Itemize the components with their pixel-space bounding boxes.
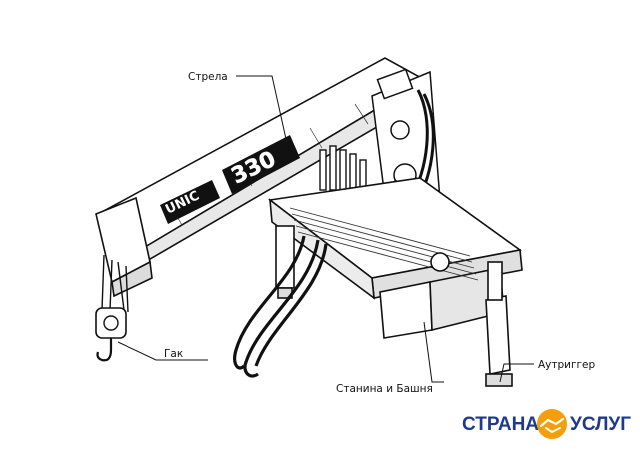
watermark-right-text: УСЛУГ [570, 414, 631, 435]
watermark-left-text: СТРАНА [462, 414, 539, 435]
label-base: Станина и Башня [336, 383, 433, 395]
handshake-icon [537, 409, 567, 439]
label-boom: Стрела [188, 71, 228, 83]
hanging-hoses [233, 235, 328, 378]
outriggers [275, 225, 513, 387]
hook-assembly [95, 254, 129, 362]
label-hook: Гак [164, 348, 183, 360]
base-frame [268, 177, 523, 339]
watermark-logo: СТРАНА УСЛУГ [462, 409, 631, 439]
callout-lines [117, 75, 534, 383]
label-outrigger: Аутриггер [538, 359, 595, 371]
